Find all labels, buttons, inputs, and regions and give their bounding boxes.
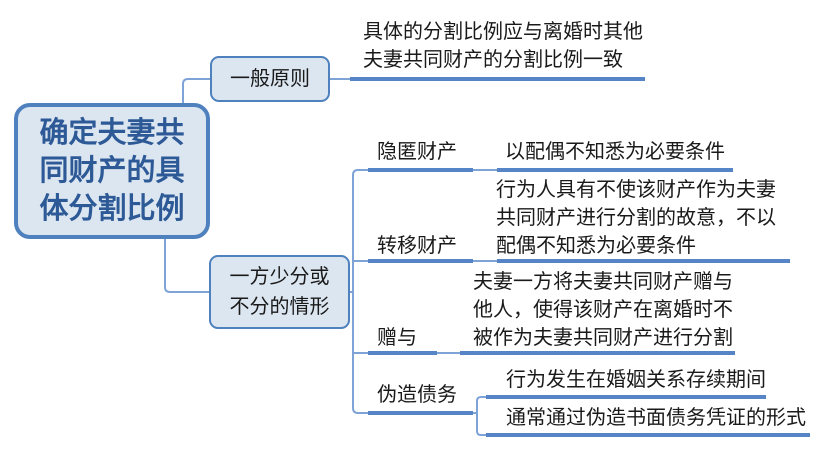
detail-transfer-property[interactable]: 行为人具有不使该财产作为夫妻 共同财产进行分割的故意，不以 配偶不知悉为必要条件 (496, 179, 776, 257)
spine-less-share (352, 169, 369, 414)
topic-hide-property[interactable]: 隐匿财产 (377, 141, 457, 163)
detail-hide-property[interactable]: 以配偶不知悉为必要条件 (505, 141, 725, 163)
connector-root-to-less (164, 238, 210, 293)
topic-general-principle[interactable]: 一般原则 (210, 56, 330, 102)
detail-general-principle[interactable]: 具体的分割比例应与离婚时其他 夫妻共同财产的分割比例一致 (363, 21, 643, 71)
topic-gift[interactable]: 赠与 (377, 327, 417, 349)
detail-forge-debt-period[interactable]: 行为发生在婚姻关系存续期间 (506, 369, 766, 391)
connector-root-to-general (182, 78, 211, 104)
root-topic[interactable]: 确定夫妻共 同财产的具 体分割比例 (14, 103, 210, 239)
topic-less-share-cases[interactable]: 一方少分或 不分的情形 (209, 255, 350, 329)
detail-forge-debt-form[interactable]: 通常通过伪造书面债务凭证的形式 (506, 407, 806, 429)
topic-forge-debt[interactable]: 伪造债务 (377, 384, 457, 406)
subspine-forge-debt (476, 396, 487, 436)
topic-transfer-property[interactable]: 转移财产 (377, 235, 457, 257)
detail-gift[interactable]: 夫妻一方将夫妻共同财产赠与 他人，使得该财产在离婚时不 被作为夫妻共同财产进行分… (473, 271, 733, 349)
